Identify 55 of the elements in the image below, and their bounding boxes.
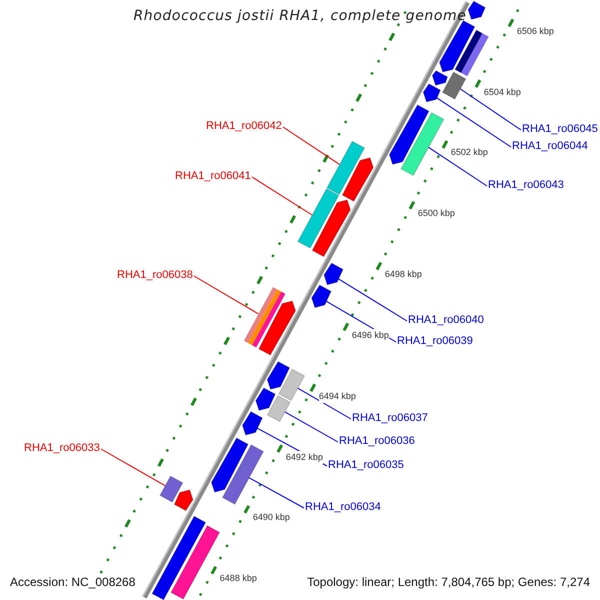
gene-feature: [266, 361, 290, 390]
leader-line: [436, 96, 512, 148]
gene-label: RHA1_ro06038: [117, 268, 193, 282]
gene-label: RHA1_ro06039: [397, 334, 473, 348]
gene-label: RHA1_ro06043: [488, 178, 564, 192]
scale-label: 6504 kbp: [484, 86, 521, 99]
gene-feature: [388, 104, 430, 165]
gene-feature: [244, 287, 286, 348]
gene-label: RHA1_ro06040: [408, 314, 484, 326]
scale-label: 6492 kbp: [286, 450, 323, 464]
leader-line: [337, 278, 408, 322]
gene-label: RHA1_ro06037: [352, 412, 428, 424]
scale-label: 6502 kbp: [450, 146, 488, 160]
scale-label: 6496 kbp: [352, 328, 389, 342]
scale-label: 6500 kbp: [418, 207, 455, 220]
leader-line: [248, 477, 304, 508]
leader-line: [284, 411, 338, 442]
scale-label: 6494 kbp: [318, 390, 356, 403]
gene-feature: [454, 30, 489, 76]
gene-feature: [442, 72, 466, 100]
gene-feature: [432, 70, 448, 86]
gene-label: RHA1_ro06034: [305, 500, 381, 514]
gene-label: RHA1_ro06042: [206, 120, 282, 132]
gene-label: RHA1_ro06035: [328, 458, 404, 472]
leader-line: [297, 388, 352, 420]
gene-label: RHA1_ro06036: [339, 434, 415, 448]
gene-feature: [342, 157, 374, 202]
leader-line: [428, 146, 488, 186]
leader-line: [252, 176, 313, 216]
leader-line: [460, 88, 522, 130]
leader-line: [282, 126, 340, 165]
gene-feature: [255, 387, 276, 411]
gene-feature: [312, 199, 351, 258]
scale-label: 6506 kbp: [516, 24, 554, 38]
gene-feature: [258, 300, 296, 356]
scale-label: 6498 kbp: [384, 268, 422, 282]
gene-label: RHA1_ro06044: [512, 140, 588, 152]
leader-line: [100, 448, 166, 486]
gene-feature: [152, 516, 206, 600]
gene-feature: [242, 411, 263, 436]
gene-feature: [422, 83, 441, 102]
scale-label: 6488 kbp: [220, 572, 257, 586]
gene-feature: [210, 438, 249, 493]
accession-text: Accession: NC_008268: [8, 575, 138, 590]
scale-label: 6490 kbp: [252, 511, 290, 524]
gene-feature: [311, 284, 332, 308]
leader-line: [194, 276, 259, 314]
genome-info-text: Topology: linear; Length: 7,804,765 bp; Genes: 7,274: [305, 575, 592, 590]
gene-label: RHA1_ro06033: [24, 442, 100, 454]
gene-label: RHA1_ro06045: [522, 122, 598, 136]
gene-feature: [174, 489, 194, 512]
title: Rhodococcus jostii RHA1, complete genome: [132, 10, 468, 23]
gene-feature: [324, 262, 344, 286]
gene-label: RHA1_ro06041: [175, 170, 251, 182]
gene-feature: [278, 368, 306, 402]
